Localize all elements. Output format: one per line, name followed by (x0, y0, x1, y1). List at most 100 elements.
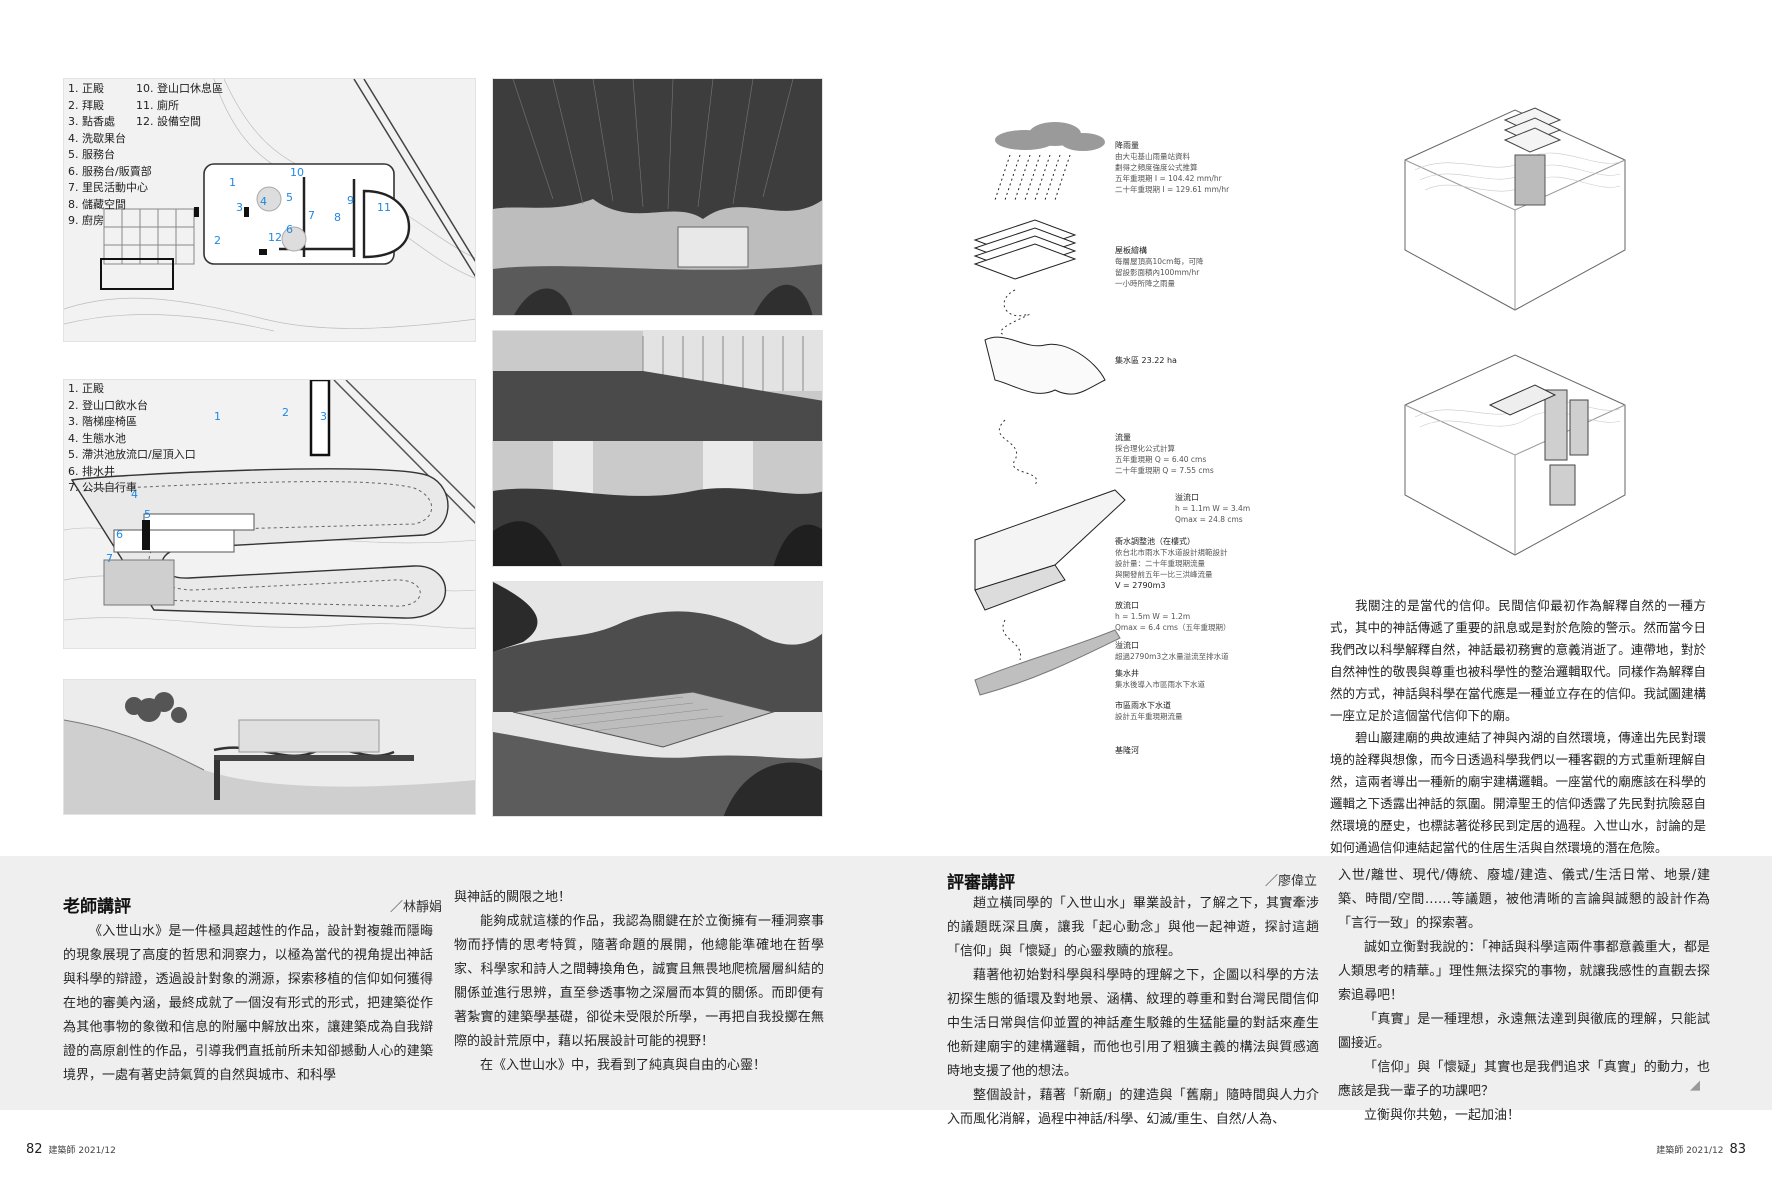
legend-item: 3. 階梯座椅區 (68, 415, 137, 428)
review-paragraph: 立衡與你共勉，一起加油！ (1364, 1108, 1521, 1123)
plan1-mark: 8 (334, 211, 341, 224)
review-paragraph: 藉著他初始對科學與科學時的理解之下，企圖以科學的方法初探生態的循環及對地景、涵構… (947, 968, 1319, 1079)
review-paragraph: 入世/離世、現代/傳統、廢墟/建造、儀式/生活日常、地景/建築、時間/空間……等… (1338, 868, 1710, 931)
render-interior-cave-art (493, 79, 822, 315)
plan1-mark: 12 (268, 231, 282, 244)
floor-plan-1: 1 2 3 4 5 6 7 8 9 10 11 12 1. 正殿 2. 拜殿 3… (63, 78, 476, 342)
diagram-label: 溢流口 h = 1.1m W = 3.4m Qmax = 24.8 cms (1175, 493, 1251, 524)
plan1-mark: 10 (290, 166, 304, 179)
diagram-label: 放流口 h = 1.5m W = 1.2m Qmax = 6.4 cms（五年重… (1115, 601, 1231, 632)
diagram-label: 屋板繪構 每層屋頂高10cm每，可降 留設影面積內100mm/hr 一小時所降之… (1115, 246, 1204, 288)
axonometric-site-1 (1395, 100, 1635, 325)
diagram-label: 基隆河 (1115, 746, 1139, 755)
render-interior-cave (492, 78, 823, 316)
floor-plan-2-drawing: 1 2 3 4 5 6 7 (64, 380, 475, 629)
review-paragraph: 「真實」是一種理想，永遠無法達到與徹底的理解，只能試圖接近。 (1338, 1012, 1710, 1051)
plan2-mark: 6 (116, 528, 123, 541)
legend-item: 4. 洗歇果台 (68, 131, 126, 145)
page-number-right: 83 (1729, 1142, 1746, 1157)
plan1-legend: 1. 正殿 2. 拜殿 3. 點香處 4. 洗歇果台 5. 服務台 6. 服務台… (68, 81, 152, 230)
end-mark-icon: ◢ (1690, 1078, 1700, 1093)
axonometric-site-2 (1395, 345, 1635, 570)
plan1-mark: 4 (260, 195, 267, 208)
legend-item: 6. 排水井 (68, 464, 115, 478)
review-paragraph: 誠如立衡對我說的：「神話與科學這兩件事都意義重大，都是人類思考的精華。」理性無法… (1338, 940, 1710, 1003)
section-drawing-art (64, 680, 475, 814)
review-paragraph: 在《入世山水》中，我看到了純真與自由的心靈！ (480, 1058, 767, 1073)
legend-item: 10. 登山口休息區 (136, 82, 223, 95)
plan1-mark: 3 (236, 201, 243, 214)
section-drawing (63, 679, 476, 815)
plan2-mark: 2 (282, 406, 289, 419)
legend-item: 1. 正殿 (68, 82, 104, 95)
floor-plan-1-drawing: 1 2 3 4 5 6 7 8 9 10 11 12 (64, 79, 475, 332)
review-paragraph: 《入世山水》是一件極具超越性的作品，設計對複雜而隱晦的現象展現了高度的哲思和洞察… (63, 924, 433, 1083)
diagram-label: 溢流口 超過2790m3之水量溢流至排水道 (1115, 641, 1229, 661)
review-paragraph: 能夠成就這樣的作品，我認為關鍵在於立衡擁有一種洞察事物而抒情的思考特質，隨著命題… (454, 914, 824, 1049)
plan1-mark: 7 (308, 209, 315, 222)
legend-item: 8. 儲藏空間 (68, 197, 126, 211)
legend-item: 7. 里民活動中心 (68, 181, 148, 194)
legend-item: 7. 公共自行車 (68, 481, 137, 494)
footer-left: 82 建築師 2021/12 (26, 1142, 116, 1157)
review-paragraph: 「信仰」與「懷疑」其實也是我們追求「真實」的動力，也應該是我一輩子的功課吧？ (1338, 1060, 1710, 1099)
designer-essay: 我關注的是當代的信仰。民間信仰最初作為解釋自然的一種方式，其中的神話傳遞了重要的… (1330, 595, 1706, 859)
flood-control-diagram: 降雨量 由大屯基山雨量站資料 劃得之頻度強度公式推算 五年重現期 I = 104… (965, 120, 1325, 800)
plan2-mark: 4 (131, 488, 138, 501)
plan2-mark: 1 (214, 410, 221, 423)
page-number-left: 82 (26, 1142, 43, 1157)
review-band: 老師講評 ／林靜娟 《入世山水》是一件極具超越性的作品，設計對複雜而隱晦的現象展… (0, 856, 1772, 1127)
diagram-label: 降雨量 由大屯基山雨量站資料 劃得之頻度強度公式推算 五年重現期 I = 104… (1115, 141, 1230, 194)
jury-review-col4: 入世/離世、現代/傳統、廢墟/建造、儀式/生活日常、地景/建築、時間/空間……等… (1338, 864, 1710, 1128)
legend-item: 2. 拜殿 (68, 98, 104, 112)
plan1-legend-2: 10. 登山口休息區 11. 廁所 12. 設備空間 (136, 81, 223, 131)
review-paragraph: 趙立橫同學的「入世山水」畢業設計，了解之下，其實牽涉的議題既深且廣，讓我「起心動… (947, 896, 1319, 959)
jury-review-col3: 趙立橫同學的「入世山水」畢業設計，了解之下，其實牽涉的議題既深且廣，讓我「起心動… (947, 892, 1319, 1132)
plan2-mark: 5 (144, 508, 151, 521)
jury-review-author: ／廖偉立 (1265, 874, 1318, 889)
teacher-review-col2: 與神話的闕限之地！ 能夠成就這樣的作品，我認為關鍵在於立衡擁有一種洞察事物而抒情… (454, 886, 824, 1078)
plan1-mark: 2 (214, 234, 221, 247)
plan1-mark: 5 (286, 191, 293, 204)
review-paragraph: 整個設計，藉著「新廟」的建造與「舊廟」隨時間與人力介入而風化消解，過程中神話/科… (947, 1088, 1319, 1127)
magazine-name-right: 建築師 2021/12 (1656, 1146, 1724, 1156)
legend-item: 4. 生態水池 (68, 431, 126, 445)
diagram-label: 集水井 集水後導入市區雨水下水道 (1115, 669, 1205, 689)
teacher-review-col1: 《入世山水》是一件極具超越性的作品，設計對複雜而隱晦的現象展現了高度的哲思和洞察… (63, 920, 433, 1088)
legend-item: 1. 正殿 (68, 382, 104, 395)
teacher-review-heading: 老師講評 (63, 897, 131, 917)
review-paragraph: 與神話的闕限之地！ (454, 890, 572, 905)
diagram-label: 衝水調整池（在樓式） 依台北市雨水下水道設計規範設計 設計量：二十年重現期流量 … (1115, 537, 1228, 590)
diagram-label: 集水區 23.22 ha (1115, 356, 1177, 365)
legend-item: 2. 登山口飲水台 (68, 398, 148, 412)
plan1-mark: 1 (229, 176, 236, 189)
plan1-mark: 11 (377, 201, 391, 214)
footer-right: 建築師 2021/12 83 (1656, 1142, 1746, 1157)
essay-paragraph: 碧山巖建廟的典故連結了神與內湖的自然環境，傳達出先民對環境的詮釋與想像，而今日透… (1330, 730, 1706, 855)
legend-item: 9. 廚房 (68, 214, 104, 227)
legend-item: 3. 點香處 (68, 115, 115, 128)
render-hillside-roof (492, 581, 823, 817)
plan1-mark: 9 (347, 194, 354, 207)
essay-paragraph: 我關注的是當代的信仰。民間信仰最初作為解釋自然的一種方式，其中的神話傳遞了重要的… (1330, 598, 1706, 723)
legend-item: 11. 廁所 (136, 98, 179, 112)
diagram-label: 市區雨水下水道 設計五年重現期流量 (1115, 701, 1183, 721)
legend-item: 5. 滯洪池放流口/屋頂入口 (68, 448, 196, 461)
floor-plan-2: 1 2 3 4 5 6 7 1. 正殿 2. 登山口飲水台 3. 階梯座椅區 4… (63, 379, 476, 649)
axonometric-site-2-art (1404, 354, 1626, 556)
teacher-review-author: ／林靜娟 (390, 900, 443, 915)
axonometric-site-1-art (1404, 107, 1626, 311)
magazine-name-left: 建築師 2021/12 (48, 1146, 116, 1156)
plan2-legend: 1. 正殿 2. 登山口飲水台 3. 階梯座椅區 4. 生態水池 5. 滯洪池放… (68, 381, 196, 497)
render-hillside-roof-art (493, 582, 822, 816)
jury-review-heading: 評審講評 (947, 873, 1015, 893)
render-canyon-bridge-art (493, 331, 822, 566)
plan2-mark: 7 (106, 552, 113, 565)
legend-item: 5. 服務台 (68, 148, 115, 161)
legend-item: 12. 設備空間 (136, 115, 201, 128)
diagram-label: 流量 採合理化公式計算 五年重現期 Q = 6.40 cms 二十年重現期 Q … (1115, 433, 1214, 475)
plan1-mark: 6 (286, 223, 293, 236)
legend-item: 6. 服務台/販賣部 (68, 164, 152, 178)
render-canyon-bridge (492, 330, 823, 567)
flood-diagram-art (973, 122, 1126, 696)
